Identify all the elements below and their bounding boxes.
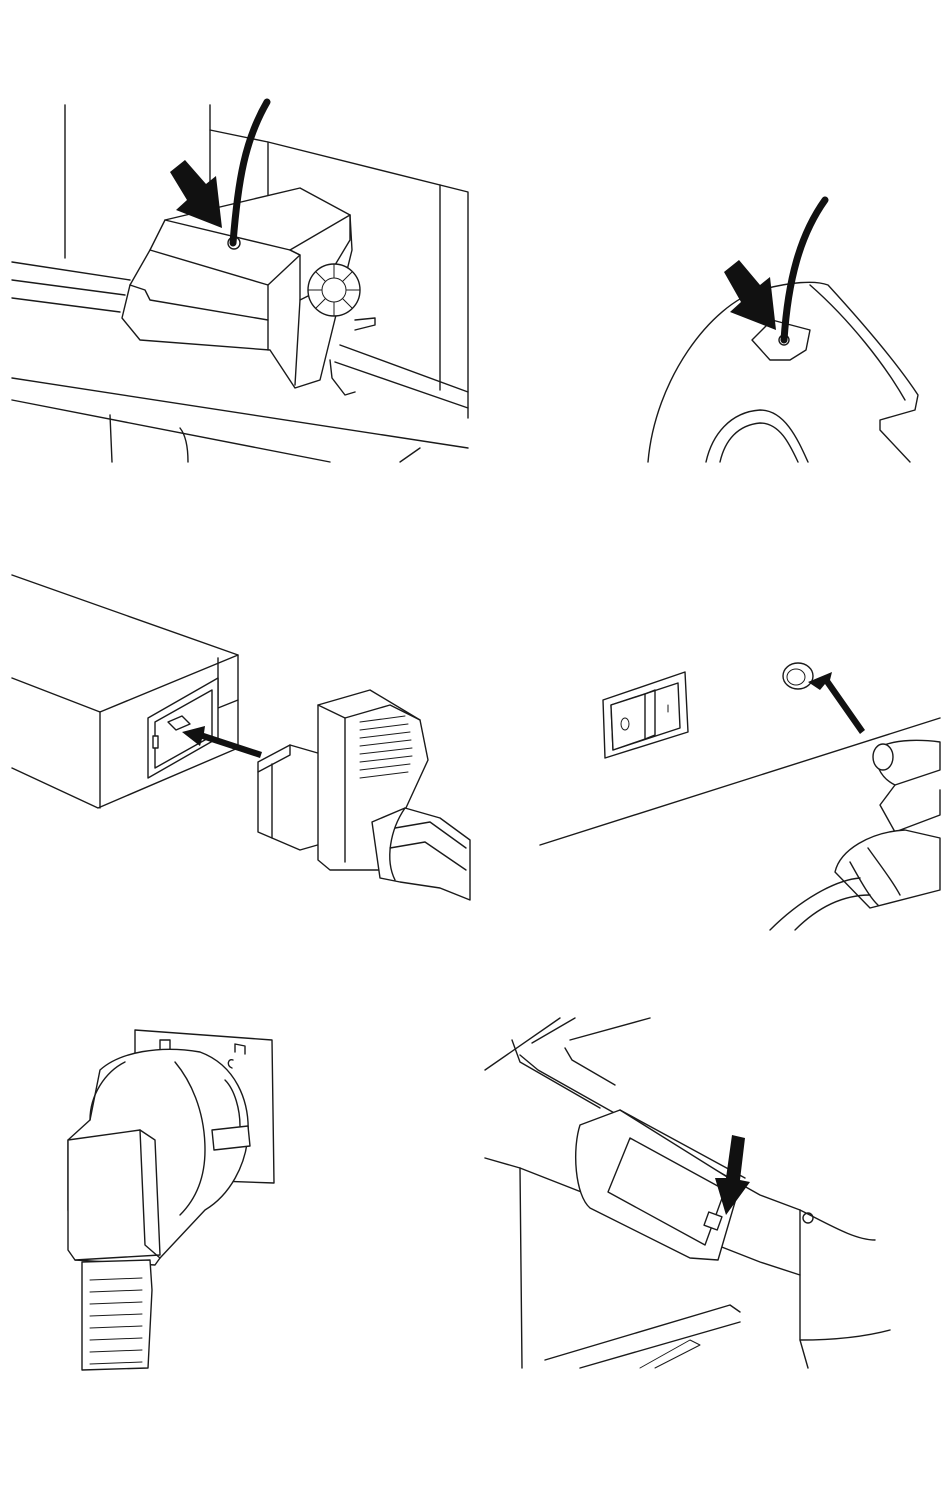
print-head xyxy=(122,188,375,395)
arrow-icon xyxy=(808,672,865,734)
power-switch-socket-illustration xyxy=(530,650,950,940)
nozzle-head-cable-illustration xyxy=(0,90,480,470)
rocker-switch xyxy=(603,672,688,758)
cable xyxy=(784,200,825,340)
arrow-icon xyxy=(724,260,776,330)
nozzle-tip-cable-illustration xyxy=(620,180,950,470)
dc-plug xyxy=(770,740,940,930)
cable-strain-relief xyxy=(82,1260,152,1370)
plug-body xyxy=(68,1049,250,1265)
power-adapter-cable-illustration xyxy=(0,560,480,910)
device-edge xyxy=(540,718,940,845)
printer-power-button-illustration xyxy=(480,1010,900,1380)
power-adapter xyxy=(12,575,238,808)
dc-socket xyxy=(783,663,813,689)
tip-outline xyxy=(648,282,918,462)
mains-plug-illustration xyxy=(55,1020,285,1380)
plug-switch xyxy=(212,1126,250,1150)
iec-plug xyxy=(258,690,470,900)
